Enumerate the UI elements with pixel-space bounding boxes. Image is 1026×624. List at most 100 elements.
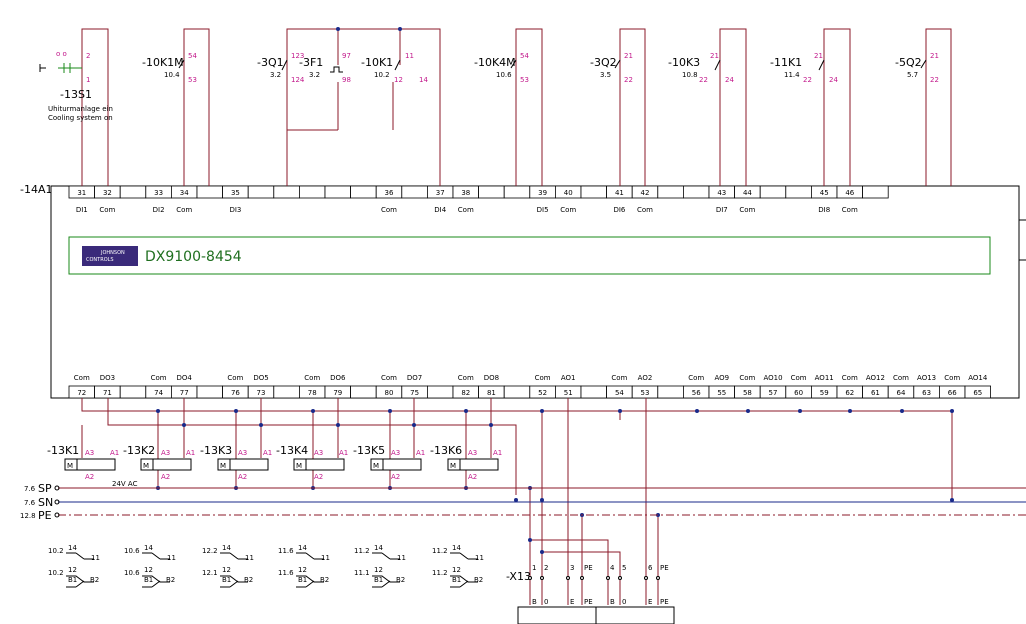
supply-note: 24V AC: [112, 480, 138, 488]
bottom-terminal-label: Com: [304, 374, 320, 382]
input-wiring: [81, 28, 952, 186]
relay-pin-a2: A2: [391, 473, 400, 481]
output-wiring: [81, 398, 953, 605]
relay-pin-a1: A1: [263, 449, 272, 457]
top-terminal: [759, 185, 787, 199]
pin-10k1-c: 14: [419, 76, 428, 84]
pin-3f1-b: 98: [342, 76, 351, 84]
johnson-controls-logo: JOHNSON CONTROLS: [82, 246, 138, 266]
relay-pin-a2: A2: [161, 473, 170, 481]
bottom-terminal: [196, 385, 224, 399]
device-model: DX9100-8454: [145, 249, 242, 265]
relay-coil: [382, 458, 422, 471]
bottom-terminal-label: Com: [611, 374, 627, 382]
ref-5q2: 5.7: [907, 71, 918, 79]
relay-tag: -13K1: [47, 444, 79, 457]
top-terminal: [580, 185, 608, 199]
bottom-terminal-number: 60: [794, 389, 803, 397]
xref-pin: B1: [222, 576, 231, 584]
top-terminal-label: DI6: [613, 206, 625, 214]
top-terminal-label: DI5: [537, 206, 549, 214]
bottom-terminal-label: Com: [151, 374, 167, 382]
top-terminal-number: 38: [461, 189, 470, 197]
relay-tag: -13K6: [430, 444, 462, 457]
xref-pin: B2: [90, 576, 99, 584]
supply-rails: [54, 485, 1026, 518]
pin-13s1-1: 1: [86, 76, 90, 84]
ref-10k4m: 10.6: [496, 71, 512, 79]
relay-pin-a3: A3: [468, 449, 477, 457]
connector-terminal-lower: PE: [584, 598, 593, 606]
connector-pin-dot: [644, 576, 648, 580]
desc-13s1-en: Cooling system on: [48, 114, 113, 122]
xref-contact-symbol: [372, 552, 400, 560]
xref-contact-symbol: [372, 575, 400, 588]
bottom-terminal-number: 52: [538, 389, 547, 397]
xref-pin: B2: [320, 576, 329, 584]
bottom-terminal-number: 77: [180, 389, 189, 397]
bottom-terminal-number: 51: [564, 389, 573, 397]
contact-symbols: [39, 59, 927, 73]
xref-ref-bot: 12.1: [202, 569, 218, 577]
relay-pin-a3: A3: [314, 449, 323, 457]
xref-ref-bot: 11.1: [354, 569, 370, 577]
relay-coil: [229, 458, 269, 471]
pin-13s1-oo: o o: [56, 50, 67, 58]
top-terminal: [657, 185, 684, 199]
bottom-terminal-label: Com: [842, 374, 858, 382]
xref-pin: 11: [91, 554, 100, 562]
pin-10k1m-a: 54: [188, 52, 197, 60]
top-terminal-label: Com: [560, 206, 576, 214]
bottom-terminal-number: 57: [769, 389, 778, 397]
bottom-terminal-number: 63: [922, 389, 931, 397]
xref-pin: B2: [474, 576, 483, 584]
relay-pin-a2: A2: [468, 473, 477, 481]
pin-13s1-2: 2: [86, 52, 90, 60]
top-terminal-label: Com: [99, 206, 115, 214]
bottom-terminal-number: 73: [257, 389, 266, 397]
xref-pin: B2: [396, 576, 405, 584]
bottom-terminal-label: DO6: [330, 374, 346, 382]
xref-pin: 11: [167, 554, 176, 562]
xref-contact-symbol: [220, 552, 248, 560]
xref-pin: B1: [452, 576, 461, 584]
pin-10k1-a: 11: [405, 52, 414, 60]
bottom-terminal-label: DO3: [100, 374, 115, 382]
connector-terminal-lower: B: [532, 598, 537, 606]
xref-pin: 14: [452, 544, 461, 552]
connector-terminal-lower: E: [648, 598, 652, 606]
relay-pin-a2: A2: [314, 473, 323, 481]
xref-pin: B1: [298, 576, 307, 584]
xref-pin: 12: [374, 566, 383, 574]
pin-3q2-b: 22: [624, 76, 633, 84]
connector-pin-dot: [580, 576, 584, 580]
relay-coil-mark: M: [143, 462, 149, 470]
xref-pin: B2: [166, 576, 175, 584]
relay-tag: -13K3: [200, 444, 232, 457]
top-terminal: [298, 185, 326, 199]
top-terminal-number: 33: [154, 189, 163, 197]
rail-sp: SP: [38, 482, 52, 495]
top-terminal: [683, 185, 710, 199]
connector-terminal: PE: [660, 564, 669, 572]
pin-10k1m-b: 53: [188, 76, 197, 84]
pin-10k3-b: 22: [699, 76, 708, 84]
bottom-terminal-number: 55: [717, 389, 726, 397]
ref-3f1: 3.2: [309, 71, 320, 79]
tag-10k4m: -10K4M: [474, 56, 516, 69]
xref-pin: 14: [374, 544, 383, 552]
connector-block-1: [517, 606, 597, 624]
top-terminal-number: 34: [180, 189, 189, 197]
rail-pe: PE: [38, 509, 52, 522]
rail-pe-ref: 12.8: [20, 512, 36, 520]
xref-contact-symbol: [142, 552, 170, 560]
top-terminal-number: 41: [615, 189, 624, 197]
top-terminal: [324, 185, 352, 199]
bottom-terminal-label: AO12: [866, 374, 885, 382]
connector-terminal-lower: 0: [622, 598, 626, 606]
top-terminal-label: DI8: [818, 206, 830, 214]
connector-pin-dot: [540, 576, 544, 580]
xref-pin: 12: [298, 566, 307, 574]
